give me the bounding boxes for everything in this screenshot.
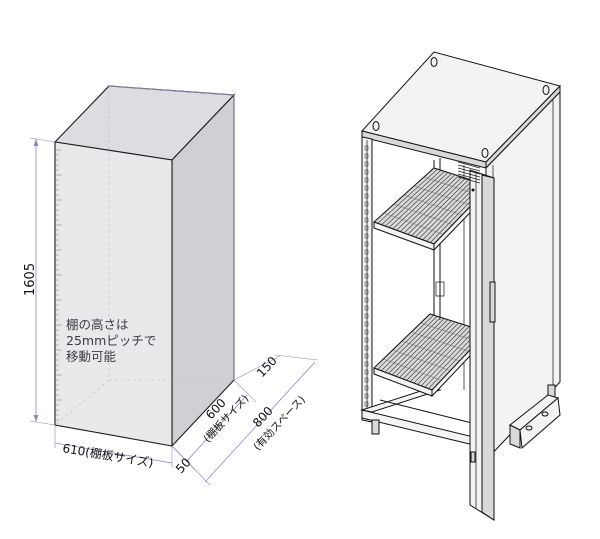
width-dimension-line xyxy=(54,442,173,464)
width-label: 610(棚板サイズ) xyxy=(62,440,155,470)
door-handle xyxy=(489,281,496,323)
shelf-pitch-ticks xyxy=(55,149,62,421)
rack-bottom-frame xyxy=(361,409,487,449)
pitch-note-line-3: 移動可能 xyxy=(66,349,117,364)
pitch-note-line-2: 25mmピッチで xyxy=(66,333,156,348)
rack-illustration xyxy=(360,51,561,521)
pitch-note-line-1: 棚の高さは xyxy=(66,317,129,332)
rack-foot xyxy=(371,419,380,435)
box-front-face xyxy=(54,141,173,447)
rack-door xyxy=(469,169,496,521)
mounting-bracket xyxy=(509,394,561,450)
left-dimension-box: 1605 610(棚板サイズ) 600 (棚板サイズ) 800 (有効スペース)… xyxy=(23,85,319,486)
offset-front-label: 50 xyxy=(173,455,194,476)
space-dimension-line xyxy=(204,361,316,483)
height-label: 1605 xyxy=(23,263,38,296)
offset-back-label: 150 xyxy=(254,354,280,380)
depth-dimension-line xyxy=(185,394,248,463)
vent-grille xyxy=(457,161,481,184)
